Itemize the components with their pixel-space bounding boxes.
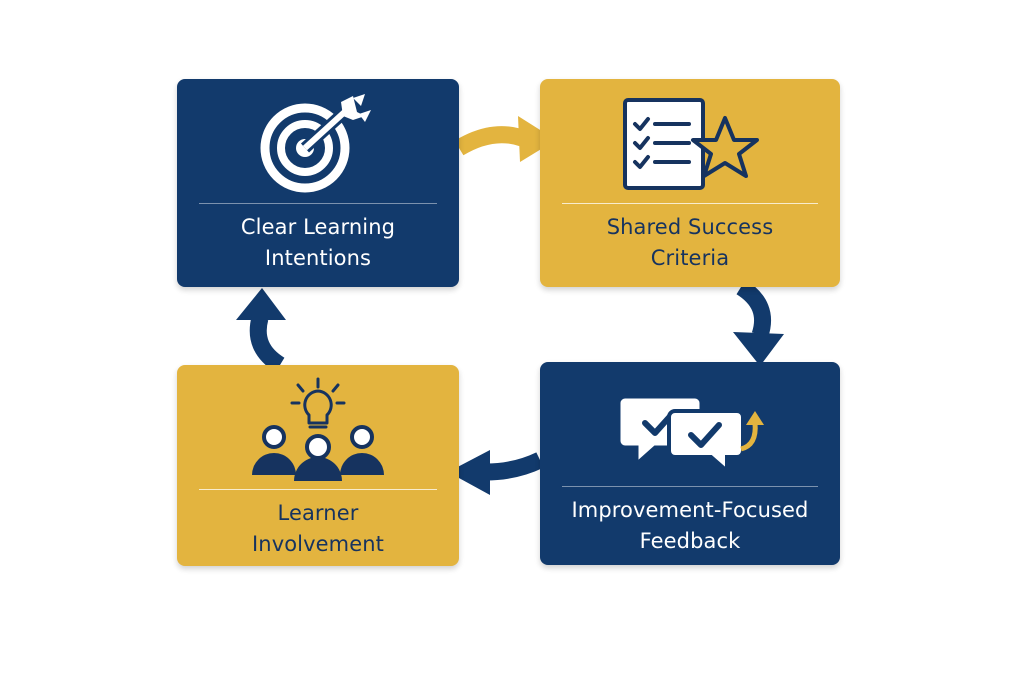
feedback-bubbles-icon [617, 395, 764, 476]
step-learner-involvement: Learner Involvement [177, 365, 459, 566]
arrow-step2-to-step3 [733, 279, 784, 366]
step-label: Shared Success Criteria [606, 215, 774, 270]
step-clear-learning-intentions: Clear Learning Intentions [177, 79, 459, 287]
step-label: Clear Learning Intentions [240, 215, 396, 270]
arrow-step4-to-step1 [236, 288, 286, 373]
step-shared-success-criteria: Shared Success Criteria [540, 79, 840, 287]
step-improvement-focused-feedback: Improvement-Focused Feedback [540, 362, 840, 565]
lightbulb-icon [290, 377, 346, 429]
divider-line [562, 486, 818, 487]
target-arrow-icon [260, 94, 371, 193]
divider-line [199, 489, 437, 490]
step-label: Improvement-Focused Feedback [571, 498, 809, 553]
arrow-step3-to-step4 [448, 450, 544, 495]
step-label: Learner Involvement [252, 501, 384, 556]
arrow-step1-to-step2 [454, 116, 556, 162]
divider-line [562, 203, 818, 204]
checklist-star-icon [623, 98, 759, 190]
learners-lightbulb-icon [252, 377, 384, 481]
divider-line [199, 203, 437, 204]
